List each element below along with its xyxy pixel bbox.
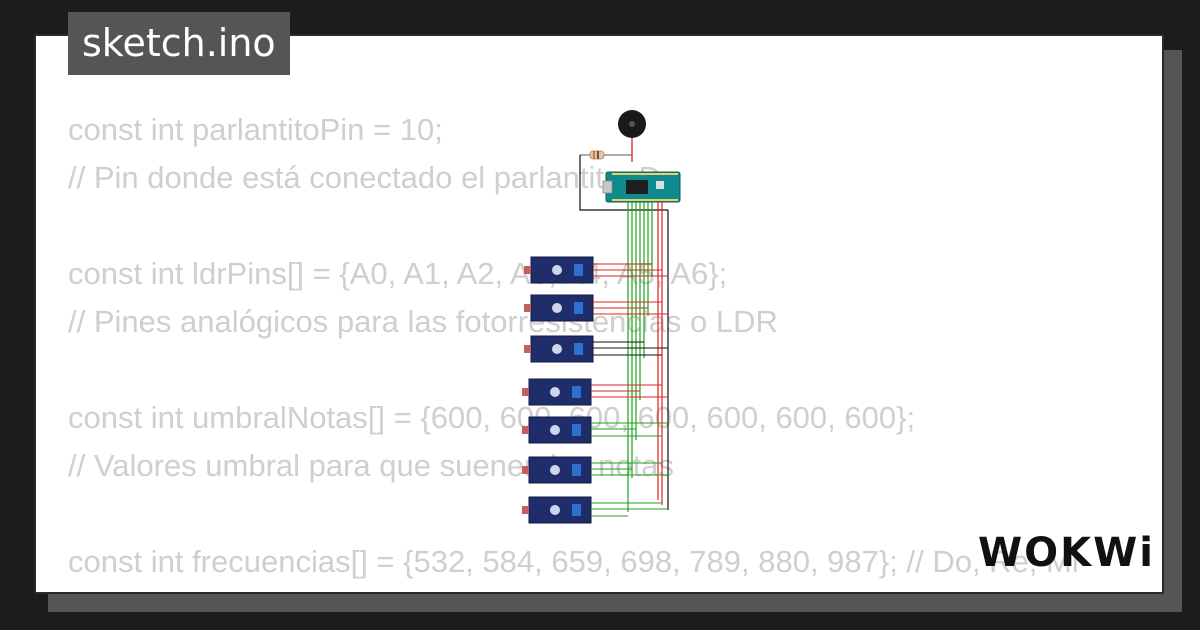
wire-gnd-buzzer [579, 155, 668, 211]
code-line: // Valores umbral para que suenen las no… [68, 448, 675, 483]
ldr-module-5[interactable] [522, 416, 668, 444]
wire-bundle [627, 202, 669, 512]
ldr-module-7[interactable] [522, 496, 668, 524]
code-line: const int parlantitoPin = 10; [68, 112, 443, 147]
ldr-module-1[interactable] [524, 256, 668, 284]
code-line: const int ldrPins[] = {A0, A1, A2, A3, A… [68, 256, 728, 291]
resistor[interactable] [580, 150, 632, 160]
code-line: // Pin donde está conectado el parlantit… [68, 160, 661, 195]
wokwi-logo: WOKWi [978, 530, 1152, 576]
ldr-module-2[interactable] [524, 294, 668, 322]
code-preview: const int parlantitoPin = 10; // Pin dond… [68, 106, 1079, 592]
code-line: const int umbralNotas[] = {600, 600, 600… [68, 400, 916, 435]
ldr-module-6[interactable] [522, 456, 668, 484]
arduino-nano[interactable] [602, 171, 681, 203]
ldr-module-3[interactable] [524, 335, 668, 363]
file-name-tab: sketch.ino [68, 12, 290, 75]
ldr-module-4[interactable] [522, 378, 668, 406]
wokwi-logo-text: WOKWi [978, 530, 1152, 576]
code-line: const int frecuencias[] = {532, 584, 659… [68, 544, 1079, 579]
buzzer[interactable] [618, 110, 646, 162]
